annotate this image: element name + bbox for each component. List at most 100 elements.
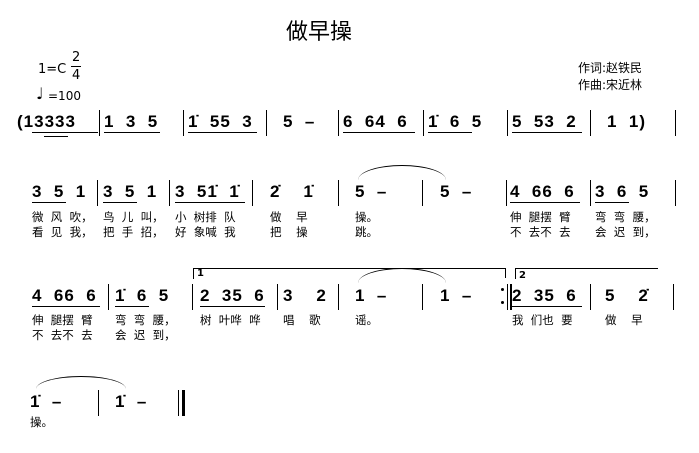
volta-number-2: 2 xyxy=(519,270,526,281)
lyric-verse-1: 做 早 xyxy=(270,210,308,224)
repeat-dot xyxy=(501,288,504,291)
slur xyxy=(358,165,446,180)
lyric-verse-1: 弯 弯 腰， xyxy=(115,313,176,327)
beam-underline xyxy=(595,202,629,203)
bar-line xyxy=(169,180,170,206)
bar-line xyxy=(183,110,184,136)
measure-notes: 2̇ 1̇ xyxy=(270,182,314,201)
lyric-verse-2: 会 迟 到， xyxy=(115,328,176,342)
bar-line xyxy=(590,284,591,310)
lyric-verse-1: 鸟 儿 叫， xyxy=(103,210,164,224)
beam-underline xyxy=(510,202,580,203)
measure-notes: 3 51̇ 1̇ xyxy=(175,182,240,201)
bar-line xyxy=(99,110,100,136)
beam-underline xyxy=(512,306,582,307)
bar-line xyxy=(423,110,424,136)
lyric-verse-2: 会 迟 到， xyxy=(595,225,656,239)
slur xyxy=(36,376,126,389)
lyric-verse-2: 把 手 招， xyxy=(103,225,164,239)
song-title: 做早操 xyxy=(286,20,353,45)
lyric-verse-1: 小 树排 队 xyxy=(175,210,236,224)
bar-line xyxy=(277,284,278,310)
bar-line xyxy=(252,180,253,206)
beam-underline xyxy=(200,306,265,307)
bar-line xyxy=(338,110,339,136)
time-signature-bottom: 4 xyxy=(72,68,81,83)
measure-notes: 5 – xyxy=(283,112,316,131)
measure-notes: 5 – xyxy=(355,182,388,201)
beam-underline xyxy=(175,202,245,203)
measure-notes: 3 5 1 xyxy=(32,182,87,201)
volta-end xyxy=(505,268,506,278)
measure-notes: 5 53 2 xyxy=(512,112,577,131)
measure-notes: 6 64 6 xyxy=(343,112,408,131)
key-signature: 1=C xyxy=(38,62,67,77)
bar-line xyxy=(338,180,339,206)
lyric-verse-1: 操。 xyxy=(355,210,378,224)
measure-notes: 1̇ 6 5 xyxy=(428,112,483,131)
beam-underline xyxy=(32,132,98,133)
measure-notes: 4 66 6 xyxy=(510,182,575,201)
lyric-verse-1: 谣。 xyxy=(355,313,378,327)
measure-notes: (13333 xyxy=(17,112,76,131)
bar-line xyxy=(266,110,267,136)
bar-line xyxy=(507,110,508,136)
lyric-verse-2: 不 去不 去 xyxy=(510,225,571,239)
measure-notes: 1 3 5 xyxy=(104,112,159,131)
lyric-verse-1: 操。 xyxy=(30,415,53,429)
measure-notes: 1̇ 6 5 xyxy=(115,286,170,305)
bar-line xyxy=(590,110,591,136)
beam-underline xyxy=(103,202,137,203)
beam-underline xyxy=(115,306,149,307)
bar-line xyxy=(97,180,98,206)
beam-underline xyxy=(44,136,68,137)
volta-bracket-1 xyxy=(193,268,506,279)
measure-notes: 3 2 xyxy=(283,286,327,305)
measure-notes: 1 – xyxy=(355,286,388,305)
beam-underline xyxy=(512,132,582,133)
beam-underline xyxy=(428,132,472,133)
final-bar-thin xyxy=(178,390,179,416)
bar-line xyxy=(590,180,591,206)
lyric-verse-1: 我 们也 要 xyxy=(512,313,573,327)
measure-notes: 1 – xyxy=(440,286,473,305)
measure-notes: 1̇ – xyxy=(30,392,63,411)
measure-notes: 1̇ – xyxy=(115,392,148,411)
bar-line xyxy=(673,284,674,310)
lyric-verse-2: 跳。 xyxy=(355,225,378,239)
bar-line xyxy=(675,180,676,206)
measure-notes: 3 5 1 xyxy=(103,182,158,201)
measure-notes: 2 35 6 xyxy=(200,286,265,305)
repeat-bar-thick xyxy=(510,284,512,310)
repeat-bar-thin xyxy=(507,284,508,310)
measure-notes: 2 35 6 xyxy=(512,286,577,305)
lyric-verse-1: 唱 歌 xyxy=(283,313,321,327)
bar-line xyxy=(192,284,193,310)
bar-line xyxy=(108,284,109,310)
measure-notes: 4 66 6 xyxy=(32,286,97,305)
beam-underline xyxy=(343,132,415,133)
measure-notes: 1 1) xyxy=(607,112,647,131)
measure-notes: 5 2̇ xyxy=(605,286,649,305)
lyric-verse-1: 树 叶哗 哗 xyxy=(200,313,261,327)
beam-underline xyxy=(104,132,160,133)
bar-line xyxy=(422,284,423,310)
lyric-verse-1: 做 早 xyxy=(605,313,643,327)
measure-notes: 5 – xyxy=(440,182,473,201)
beam-underline xyxy=(188,132,257,133)
lyricist-credit: 作词:赵铁民 xyxy=(578,61,643,75)
repeat-dot xyxy=(501,301,504,304)
time-signature-top: 2 xyxy=(72,50,81,65)
lyric-verse-1: 伸 腿摆 臂 xyxy=(510,210,571,224)
tempo-marking: =100 xyxy=(48,89,81,103)
lyric-verse-2: 不 去不 去 xyxy=(32,328,93,342)
bar-line xyxy=(422,180,423,206)
volta-bracket-2 xyxy=(515,268,658,279)
bar-line xyxy=(675,110,676,136)
volta-number-1: 1 xyxy=(197,268,204,279)
lyric-verse-1: 微 风 吹， xyxy=(32,210,93,224)
beam-underline xyxy=(32,202,66,203)
lyric-verse-2: 把 操 xyxy=(270,225,308,239)
lyric-verse-1: 弯 弯 腰， xyxy=(595,210,656,224)
